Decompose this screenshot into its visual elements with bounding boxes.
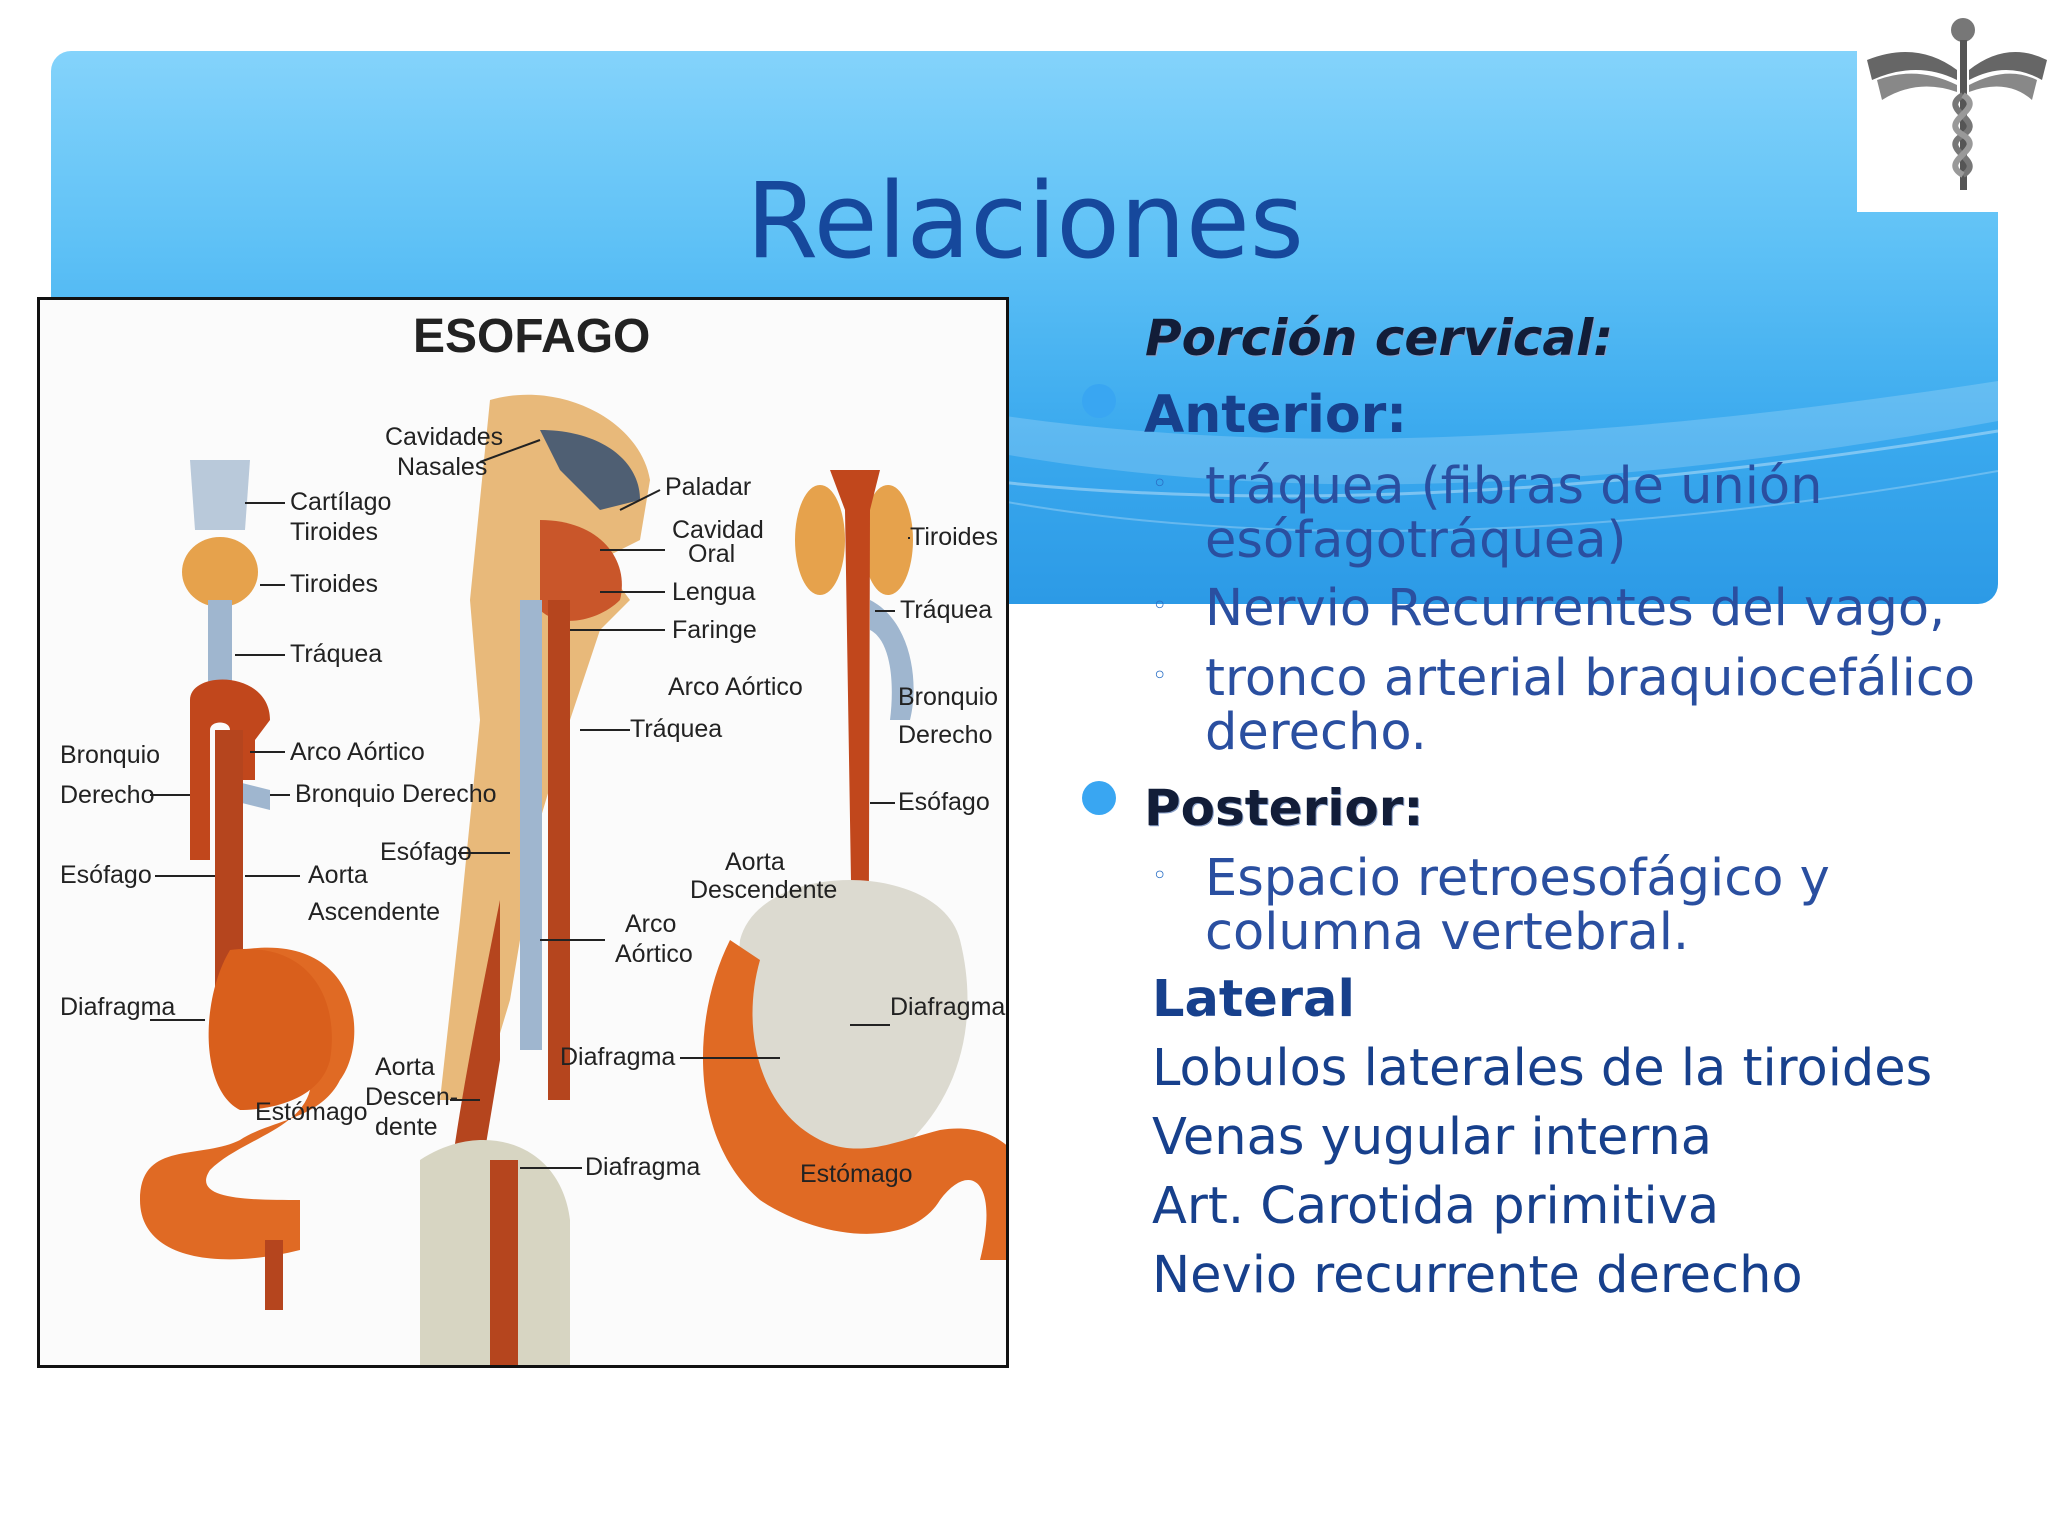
label-bronquio-1: Bronquio	[898, 683, 998, 711]
label-aorta-3: dente	[375, 1113, 438, 1141]
esophagus-illustration: ESOFAGO	[60, 310, 1006, 1365]
label-bronquio-1: Bronquio	[60, 741, 160, 769]
label-aorta-1: Aorta	[308, 861, 368, 889]
lateral-label: Lateral	[1152, 970, 1355, 1029]
ring-bullet-icon: ◦	[1152, 861, 1168, 891]
label-cavidad-1: Cavidad	[672, 516, 764, 544]
left-labels: Cartílago Tiroides Tiroides Tráquea Bron…	[60, 488, 497, 1126]
label-cavidades-1: Cavidades	[385, 423, 503, 451]
label-esofago: Esófago	[898, 788, 990, 816]
anterior-item-3b: derecho.	[1205, 703, 1427, 762]
label-aorta-2: Ascendente	[308, 898, 440, 926]
figure-title: ESOFAGO	[413, 310, 650, 363]
label-esofago: Esófago	[380, 838, 472, 866]
label-diafragma-2: Diafragma	[585, 1153, 700, 1181]
label-tiroides-1: Tiroides	[290, 518, 378, 546]
label-arco-2a: Arco	[625, 910, 676, 938]
ring-bullet-icon: ◦	[1152, 661, 1168, 691]
slide-title: Relaciones	[746, 160, 1304, 282]
label-lengua: Lengua	[672, 578, 756, 606]
label-tiroides-2: Tiroides	[290, 570, 378, 598]
label-aorta-1: Aorta	[725, 848, 785, 876]
logo-box	[1857, 0, 2048, 212]
right-anatomy	[703, 470, 1006, 1260]
section-heading: Porción cervical:	[1145, 309, 1614, 367]
label-cavidad-2: Oral	[688, 540, 735, 568]
ring-bullet-icon: ◦	[1152, 469, 1168, 499]
label-cavidades-2: Nasales	[397, 453, 487, 481]
ring-bullet-icon: ◦	[1152, 591, 1168, 621]
label-bronquio-derecho: Bronquio Derecho	[295, 780, 497, 808]
right-labels: Tiroides Tráquea Bronquio Derecho Esófag…	[690, 523, 1005, 1188]
lateral-line-1: Lobulos laterales de la tiroides	[1152, 1039, 1933, 1098]
label-estomago: Estómago	[800, 1160, 913, 1188]
lateral-line-2: Venas yugular interna	[1152, 1108, 1712, 1167]
anterior-label: Anterior:	[1144, 385, 1408, 445]
label-arco: Arco Aórtico	[290, 738, 425, 766]
label-traquea: Tráquea	[900, 596, 992, 624]
label-faringe: Faringe	[672, 616, 757, 644]
posterior-item-1a: Espacio retroesofágico y	[1205, 849, 1830, 908]
posterior-label: Posterior:	[1144, 779, 1424, 837]
posterior-item-1b: columna vertebral.	[1205, 903, 1690, 962]
anterior-item-1b: esófagotráquea)	[1205, 511, 1627, 570]
lateral-line-3: Art. Carotida primitiva	[1152, 1177, 1720, 1236]
label-aorta-1: Aorta	[375, 1053, 435, 1081]
lateral-line-4: Nevio recurrente derecho	[1152, 1246, 1803, 1305]
circle-bullet-icon	[1082, 781, 1116, 815]
label-traquea: Tráquea	[290, 640, 382, 668]
label-estomago: Estómago	[255, 1098, 368, 1126]
anterior-item-3a: tronco arterial braquiocefálico	[1205, 649, 1976, 708]
label-paladar: Paladar	[665, 473, 751, 501]
label-aorta-2: Descendente	[690, 876, 837, 904]
label-bronquio-2: Derecho	[898, 721, 993, 749]
left-anatomy	[140, 460, 355, 1310]
label-bronquio-2: Derecho	[60, 781, 155, 809]
label-diafragma: Diafragma	[60, 993, 175, 1021]
label-diafragma-1: Diafragma	[560, 1043, 675, 1071]
esophagus-diagram: ESOFAGO	[37, 297, 1009, 1368]
label-esofago: Esófago	[60, 861, 152, 889]
label-aorta-2: Descen-	[365, 1083, 458, 1111]
middle-labels: Cavidades Nasales Paladar Cavidad Oral L…	[365, 423, 803, 1181]
anterior-item-2: Nervio Recurrentes del vago,	[1205, 579, 1946, 638]
caduceus-icon	[1867, 18, 2047, 190]
middle-anatomy	[420, 394, 650, 1365]
anterior-item-1a: tráquea (fibras de unión	[1205, 457, 1823, 516]
label-diafragma: Diafragma	[890, 993, 1005, 1021]
label-arco: Arco Aórtico	[668, 673, 803, 701]
label-arco-2b: Aórtico	[615, 940, 693, 968]
label-tiroides: Tiroides	[910, 523, 998, 551]
label-cartilago: Cartílago	[290, 488, 391, 516]
label-traquea: Tráquea	[630, 715, 722, 743]
circle-bullet-icon	[1082, 384, 1116, 418]
